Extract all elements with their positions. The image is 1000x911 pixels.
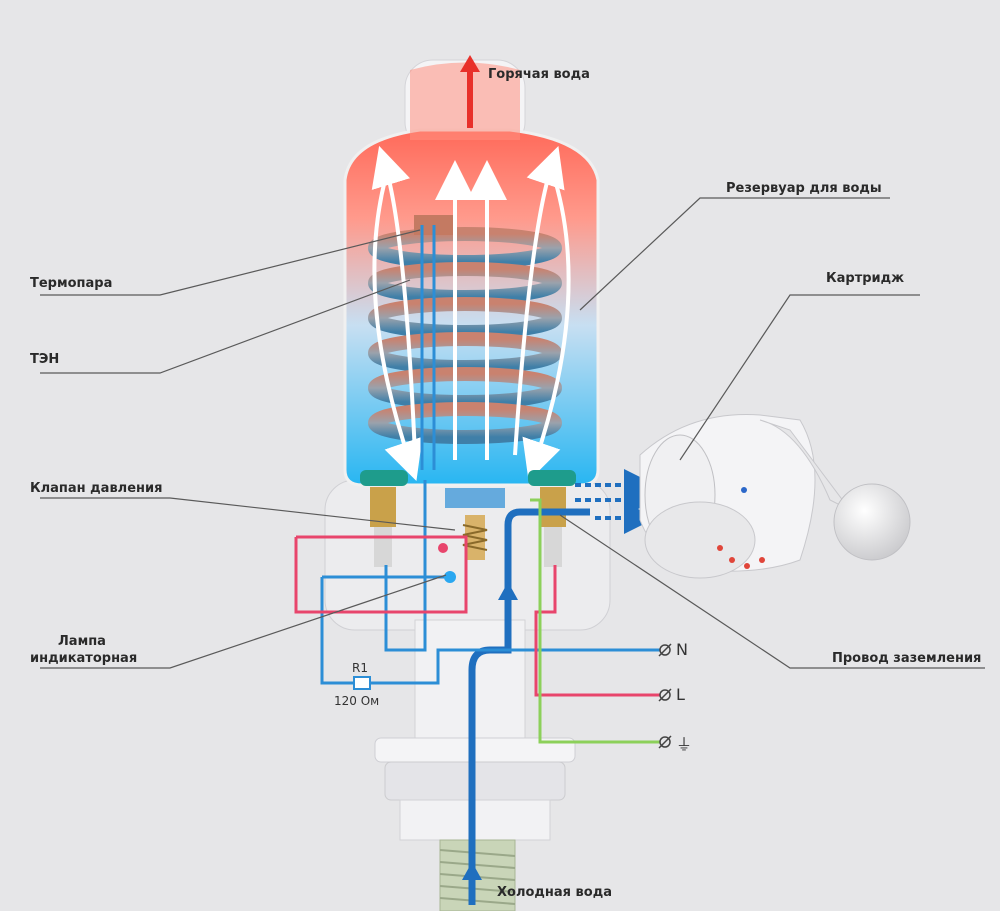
resistor-value: 120 Ом — [334, 694, 379, 708]
terminal-symbols — [659, 644, 671, 748]
heater-label: ТЭН — [30, 352, 59, 367]
cartridge-label: Картридж — [826, 271, 904, 286]
thermocouple-label: Термопара — [30, 276, 112, 291]
terminal-ground: ⏚ — [676, 731, 692, 755]
reservoir-label: Резервуар для воды — [726, 181, 882, 196]
ground-wire-label: Провод заземления — [832, 651, 981, 666]
resistor-name: R1 — [352, 661, 368, 675]
indicator-lamp — [444, 571, 456, 583]
cartridge-handle — [640, 415, 910, 579]
lamp-label-line1: Лампа — [58, 634, 106, 649]
terminal-live: L — [676, 685, 685, 704]
terminal-neutral: N — [676, 640, 688, 659]
lamp-label-line2: индикаторная — [30, 651, 137, 666]
cold-water-label: Холодная вода — [497, 885, 612, 900]
lamp-contact — [438, 543, 448, 553]
hot-water-label: Горячая вода — [488, 67, 590, 82]
resistor-r1 — [354, 677, 370, 689]
pressure-valve-label: Клапан давления — [30, 481, 162, 496]
